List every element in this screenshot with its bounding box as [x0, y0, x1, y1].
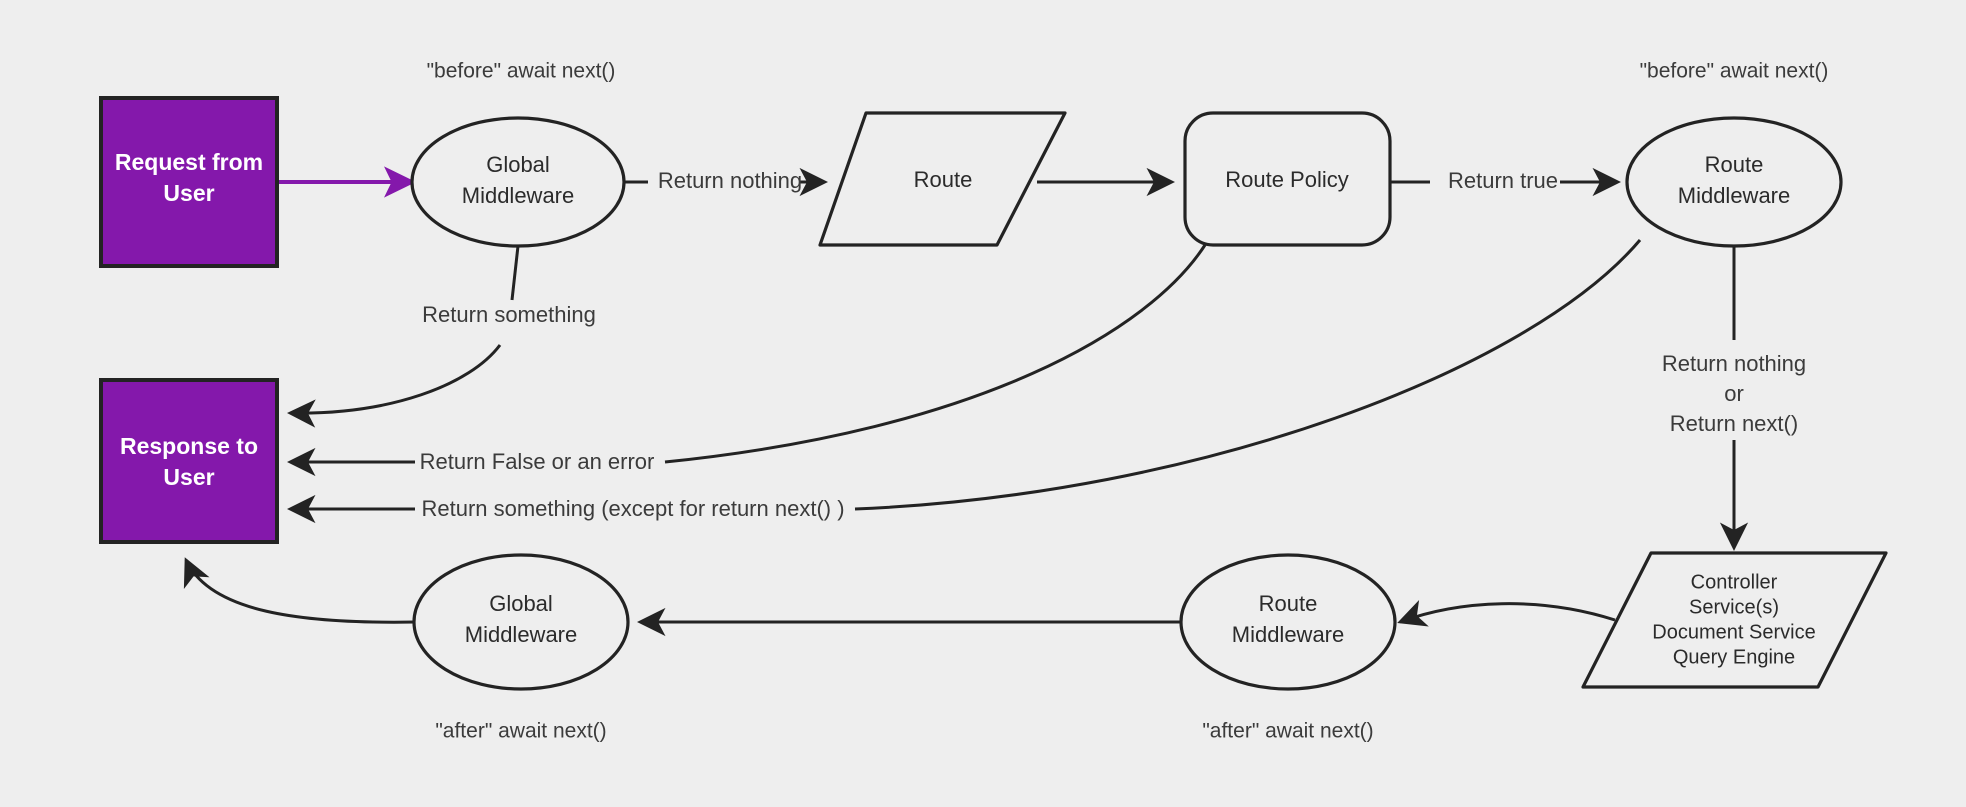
global-mw-top-line2: Middleware: [462, 183, 575, 208]
edge-route-policy-to-response-curve: [664, 244, 1207, 464]
node-route-policy[interactable]: Route Policy: [1183, 111, 1392, 247]
node-request-from-user[interactable]: Request from User: [99, 96, 279, 268]
controller-line4: Query Engine: [1673, 646, 1795, 668]
node-route-middleware-top[interactable]: Route Middleware: [1625, 116, 1843, 248]
node-global-middleware-top[interactable]: Global Middleware: [410, 116, 626, 248]
edge-label-return-false-or-error: Return False or an error: [420, 449, 655, 474]
edge-label-return-nothing-or-next-2: or: [1724, 381, 1744, 406]
note-before-await-next-right: "before" await next(): [1640, 60, 1829, 83]
response-box-line1: Response to: [120, 433, 258, 459]
edge-label-return-something-top: Return something: [422, 302, 596, 327]
node-response-to-user[interactable]: Response to User: [99, 378, 279, 544]
controller-line3: Document Service: [1652, 621, 1815, 643]
controller-line2: Service(s): [1689, 596, 1779, 618]
edge-label-return-nothing: Return nothing: [658, 168, 802, 193]
node-route-middleware-bottom[interactable]: Route Middleware: [1179, 553, 1397, 691]
request-box-line1: Request from: [115, 149, 263, 175]
edge-label-return-nothing-or-next-3: Return next(): [1670, 411, 1798, 436]
global-mw-bottom-line1: Global: [489, 591, 553, 616]
node-global-middleware-bottom[interactable]: Global Middleware: [412, 553, 630, 691]
route-mw-bottom-line2: Middleware: [1232, 622, 1345, 647]
node-route[interactable]: Route: [818, 111, 1067, 247]
edge-global-mw-return-something-stub: [510, 245, 520, 301]
node-controller-services[interactable]: Controller Service(s) Document Service Q…: [1581, 551, 1888, 689]
note-after-await-next-left: "after" await next(): [435, 720, 606, 743]
note-after-await-next-right: "after" await next(): [1202, 720, 1373, 743]
edge-global-mw-to-response: [287, 344, 502, 428]
controller-line1: Controller: [1691, 571, 1778, 593]
edge-label-return-nothing-or-next-1: Return nothing: [1662, 351, 1806, 376]
route-mw-bottom-line1: Route: [1259, 591, 1318, 616]
route-mw-top-line2: Middleware: [1678, 183, 1791, 208]
response-box-line2: User: [163, 464, 214, 490]
route-policy-label: Route Policy: [1225, 167, 1349, 192]
edge-route-mw-to-response-curve: [854, 239, 1642, 511]
note-before-await-next-left: "before" await next(): [427, 60, 616, 83]
global-mw-bottom-line2: Middleware: [465, 622, 578, 647]
route-mw-top-line1: Route: [1705, 152, 1764, 177]
edge-label-return-true: Return true: [1448, 168, 1558, 193]
global-mw-top-line1: Global: [486, 152, 550, 177]
edge-controller-to-route-mw-bottom: [1397, 599, 1616, 627]
edge-global-mw-bottom-to-response: [183, 557, 417, 624]
route-label: Route: [914, 167, 973, 192]
edge-label-return-something-except: Return something (except for return next…: [421, 496, 844, 521]
request-box-line2: User: [163, 180, 214, 206]
